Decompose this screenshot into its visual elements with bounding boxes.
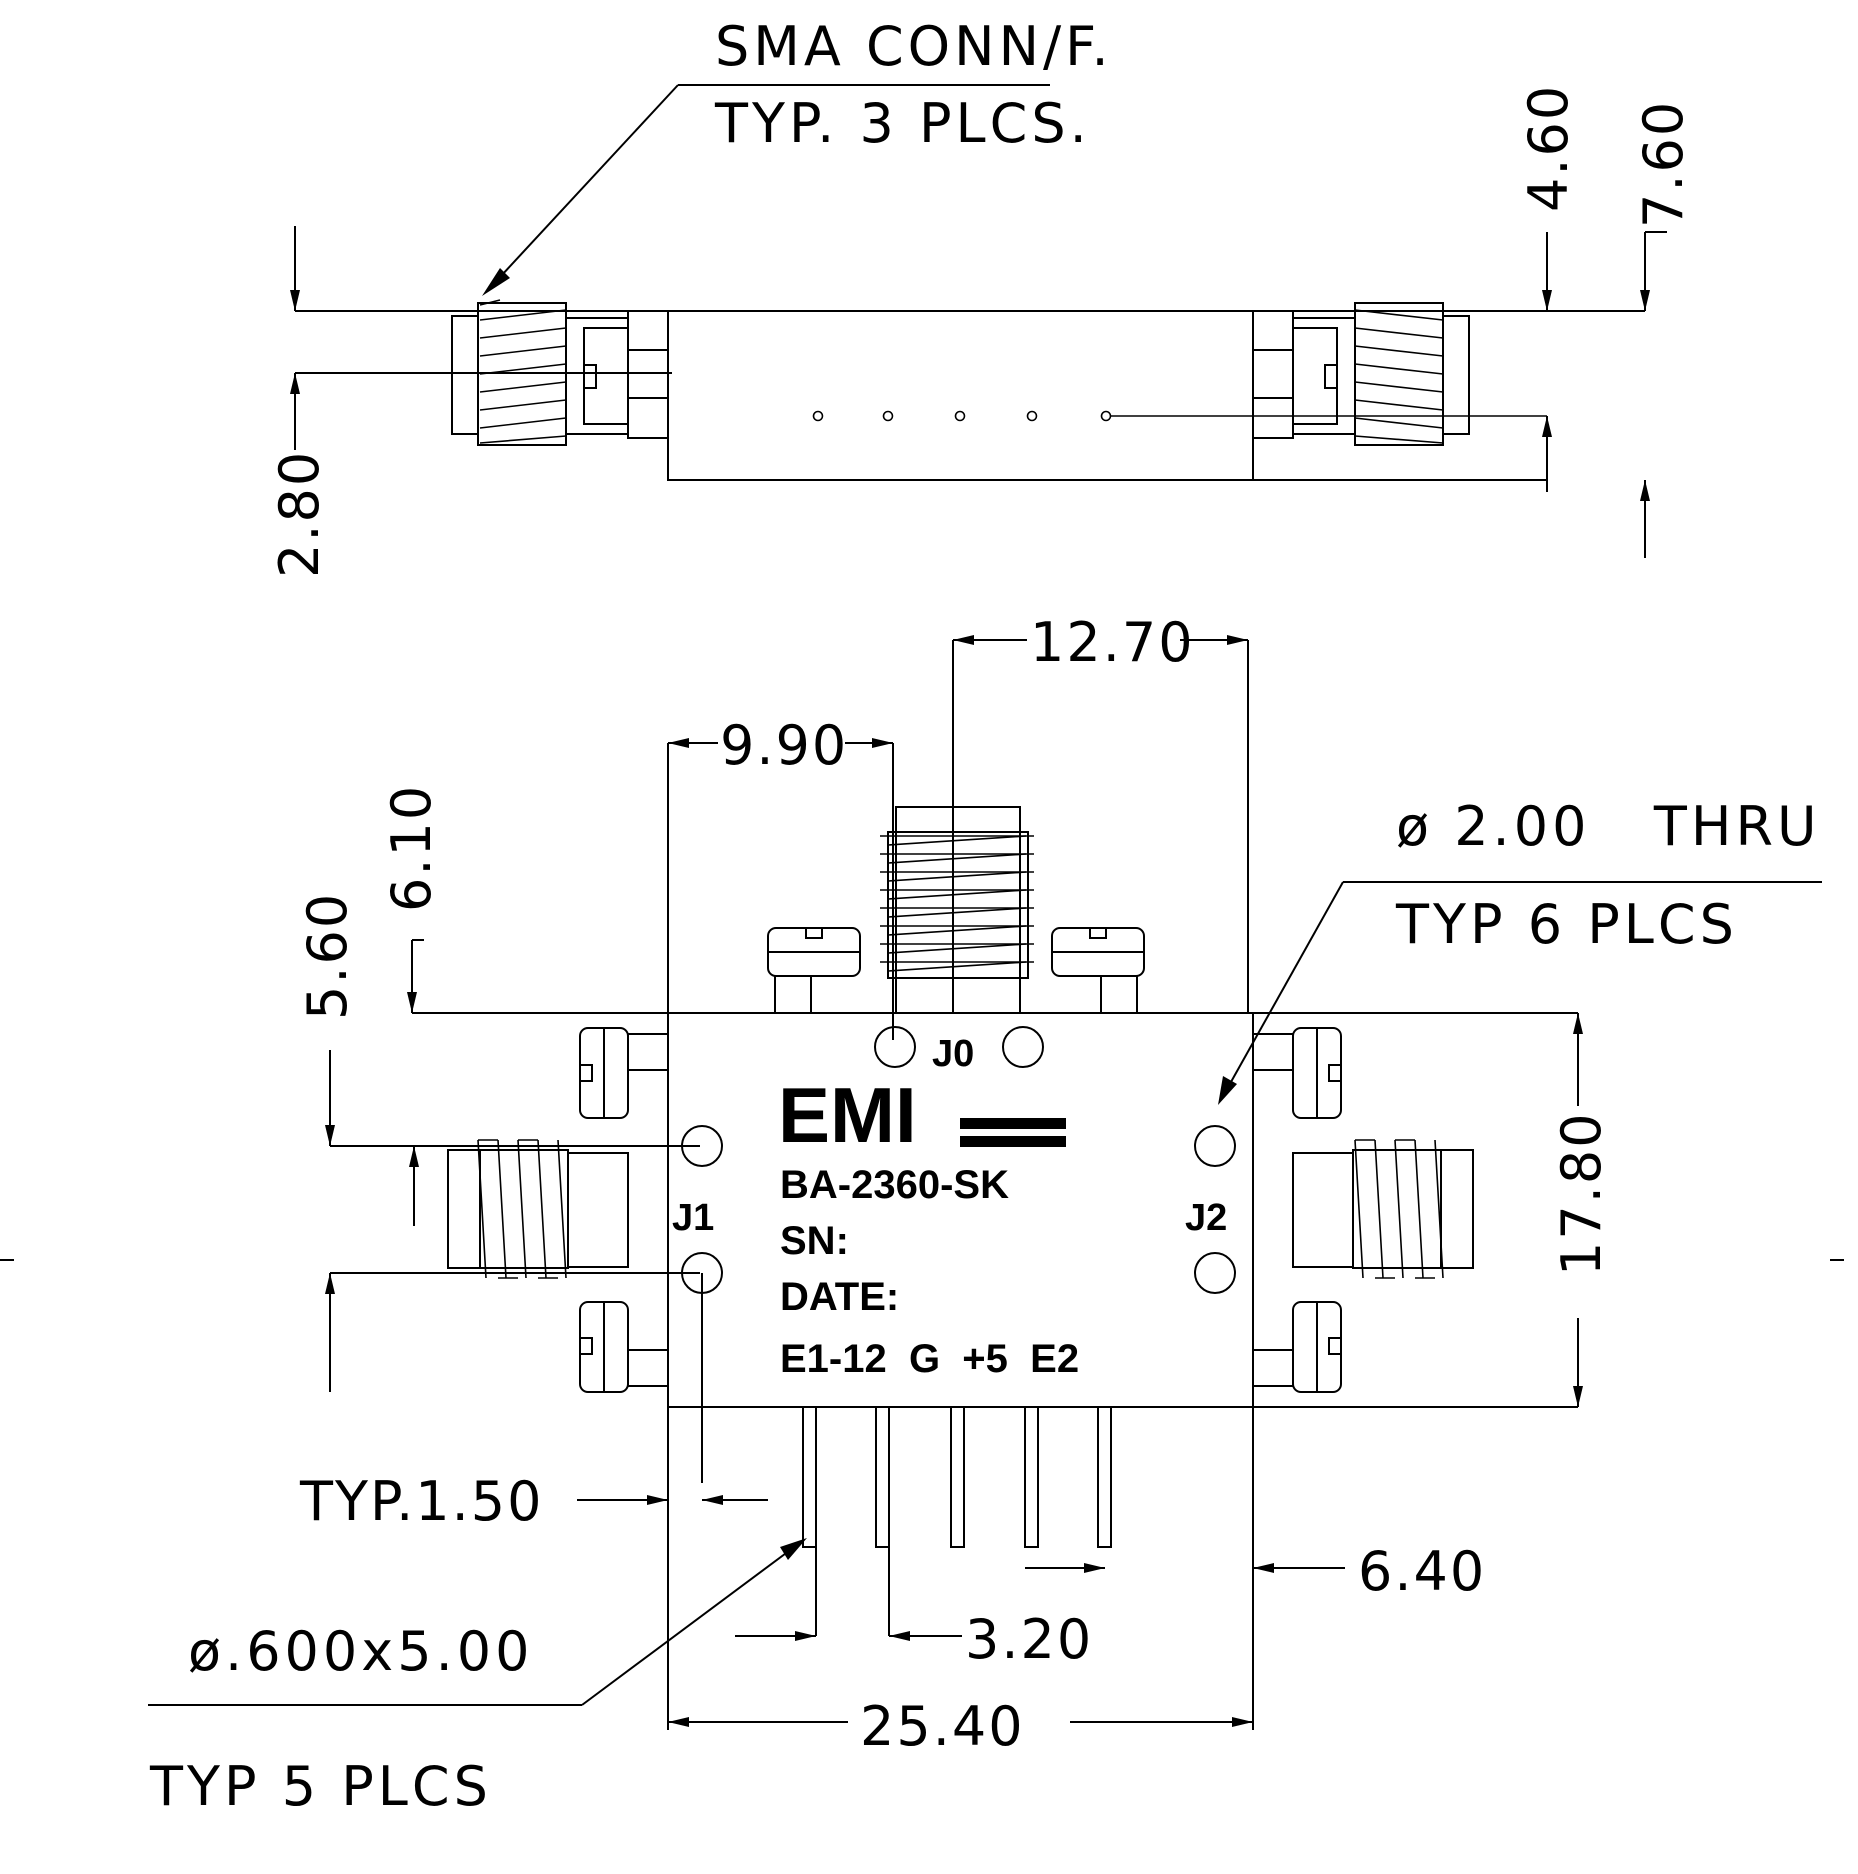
arrowhead xyxy=(872,738,893,748)
right-sma-plan xyxy=(1252,1027,1474,1393)
side-view: SMA CONN/F. TYP. 3 PLCS. xyxy=(268,15,1695,578)
pin xyxy=(1097,1406,1112,1548)
top-sma-plan xyxy=(767,806,1145,1014)
logo-bar xyxy=(960,1136,1066,1147)
arrowhead xyxy=(407,992,417,1013)
arrowhead xyxy=(1640,290,1650,311)
dim-12-70: 12.70 xyxy=(1030,611,1195,674)
pin xyxy=(1024,1406,1039,1548)
sma-leader-line xyxy=(487,84,679,291)
arrowhead xyxy=(290,373,300,394)
arrowhead xyxy=(1573,1013,1583,1034)
pin-labels: E1-12 G +5 E2 xyxy=(780,1337,1079,1381)
arrowhead xyxy=(668,1717,689,1727)
arrowhead xyxy=(325,1273,335,1294)
dim-5-60: 5.60 xyxy=(296,892,359,1020)
sma-note-line2: TYP. 3 PLCS. xyxy=(714,92,1091,155)
left-sma-side xyxy=(451,299,669,446)
right-sma-side xyxy=(1252,302,1470,446)
arrowhead xyxy=(889,1631,910,1641)
side-body xyxy=(667,310,1254,481)
pin-note-line1: ø.600x5.00 xyxy=(188,1620,533,1683)
dim-6-40: 6.40 xyxy=(1358,1540,1486,1603)
dim-3-20: 3.20 xyxy=(965,1608,1093,1671)
arrowhead xyxy=(1084,1563,1105,1573)
dim-typ-1-50: TYP.1.50 xyxy=(299,1470,544,1533)
arrowhead xyxy=(1218,1076,1237,1105)
arrowhead xyxy=(1232,1717,1253,1727)
pin-dot xyxy=(1100,410,1112,422)
arrowhead xyxy=(1542,290,1552,311)
mounting-hole xyxy=(1194,1125,1236,1167)
arrowhead xyxy=(325,1125,335,1146)
dim-6-10: 6.10 xyxy=(380,784,443,912)
pin-leader-line xyxy=(581,1541,802,1706)
arrowhead xyxy=(1640,480,1650,501)
pin-dot xyxy=(882,410,894,422)
pin xyxy=(802,1406,817,1548)
label-j1: J1 xyxy=(672,1197,714,1239)
arrowhead xyxy=(647,1495,668,1505)
hole-note-line2: TYP 6 PLCS xyxy=(1395,893,1738,956)
pin xyxy=(875,1406,890,1548)
sma-leader-arrow xyxy=(482,268,510,296)
date-label: DATE: xyxy=(780,1275,899,1319)
pin-note-line2: TYP 5 PLCS xyxy=(149,1755,492,1818)
label-j0: J0 xyxy=(932,1033,974,1075)
arrowhead xyxy=(1573,1386,1583,1407)
dim-9-90: 9.90 xyxy=(720,714,848,777)
dim-25-40: 25.40 xyxy=(860,1695,1025,1758)
arrowhead xyxy=(780,1538,807,1560)
arrowhead xyxy=(409,1146,419,1167)
plan-view: EMI BA-2360-SK SN: DATE: E1-12 G +5 E2 J… xyxy=(0,611,1844,1818)
serial-label: SN: xyxy=(780,1219,849,1263)
dim-2-80: 2.80 xyxy=(268,450,331,578)
pin-dot xyxy=(812,410,824,422)
sma-note-line1: SMA CONN/F. xyxy=(715,15,1113,78)
pin-dot xyxy=(1026,410,1038,422)
arrowhead xyxy=(1253,1563,1274,1573)
dim-4-60: 4.60 xyxy=(1517,84,1580,212)
mounting-hole xyxy=(874,1026,916,1068)
arrowhead xyxy=(290,290,300,311)
arrowhead xyxy=(1227,635,1248,645)
arrowhead xyxy=(953,635,974,645)
hole-note-line1: ø 2.00 THRU xyxy=(1396,795,1821,858)
mounting-hole xyxy=(1194,1252,1236,1294)
mounting-hole xyxy=(1002,1026,1044,1068)
dim-7-60: 7.60 xyxy=(1632,100,1695,228)
label-j2: J2 xyxy=(1185,1197,1227,1239)
part-number: BA-2360-SK xyxy=(780,1163,1009,1207)
pin-dot xyxy=(954,410,966,422)
hole-leader-line xyxy=(1221,881,1344,1099)
logo-bar xyxy=(960,1118,1066,1129)
arrowhead xyxy=(795,1631,816,1641)
arrowhead xyxy=(702,1495,723,1505)
pin xyxy=(950,1406,965,1548)
left-sma-plan xyxy=(447,1027,669,1393)
dim-17-80: 17.80 xyxy=(1550,1111,1613,1276)
arrowhead xyxy=(668,738,689,748)
logo-emi: EMI xyxy=(778,1071,917,1159)
arrowhead xyxy=(1542,416,1552,437)
